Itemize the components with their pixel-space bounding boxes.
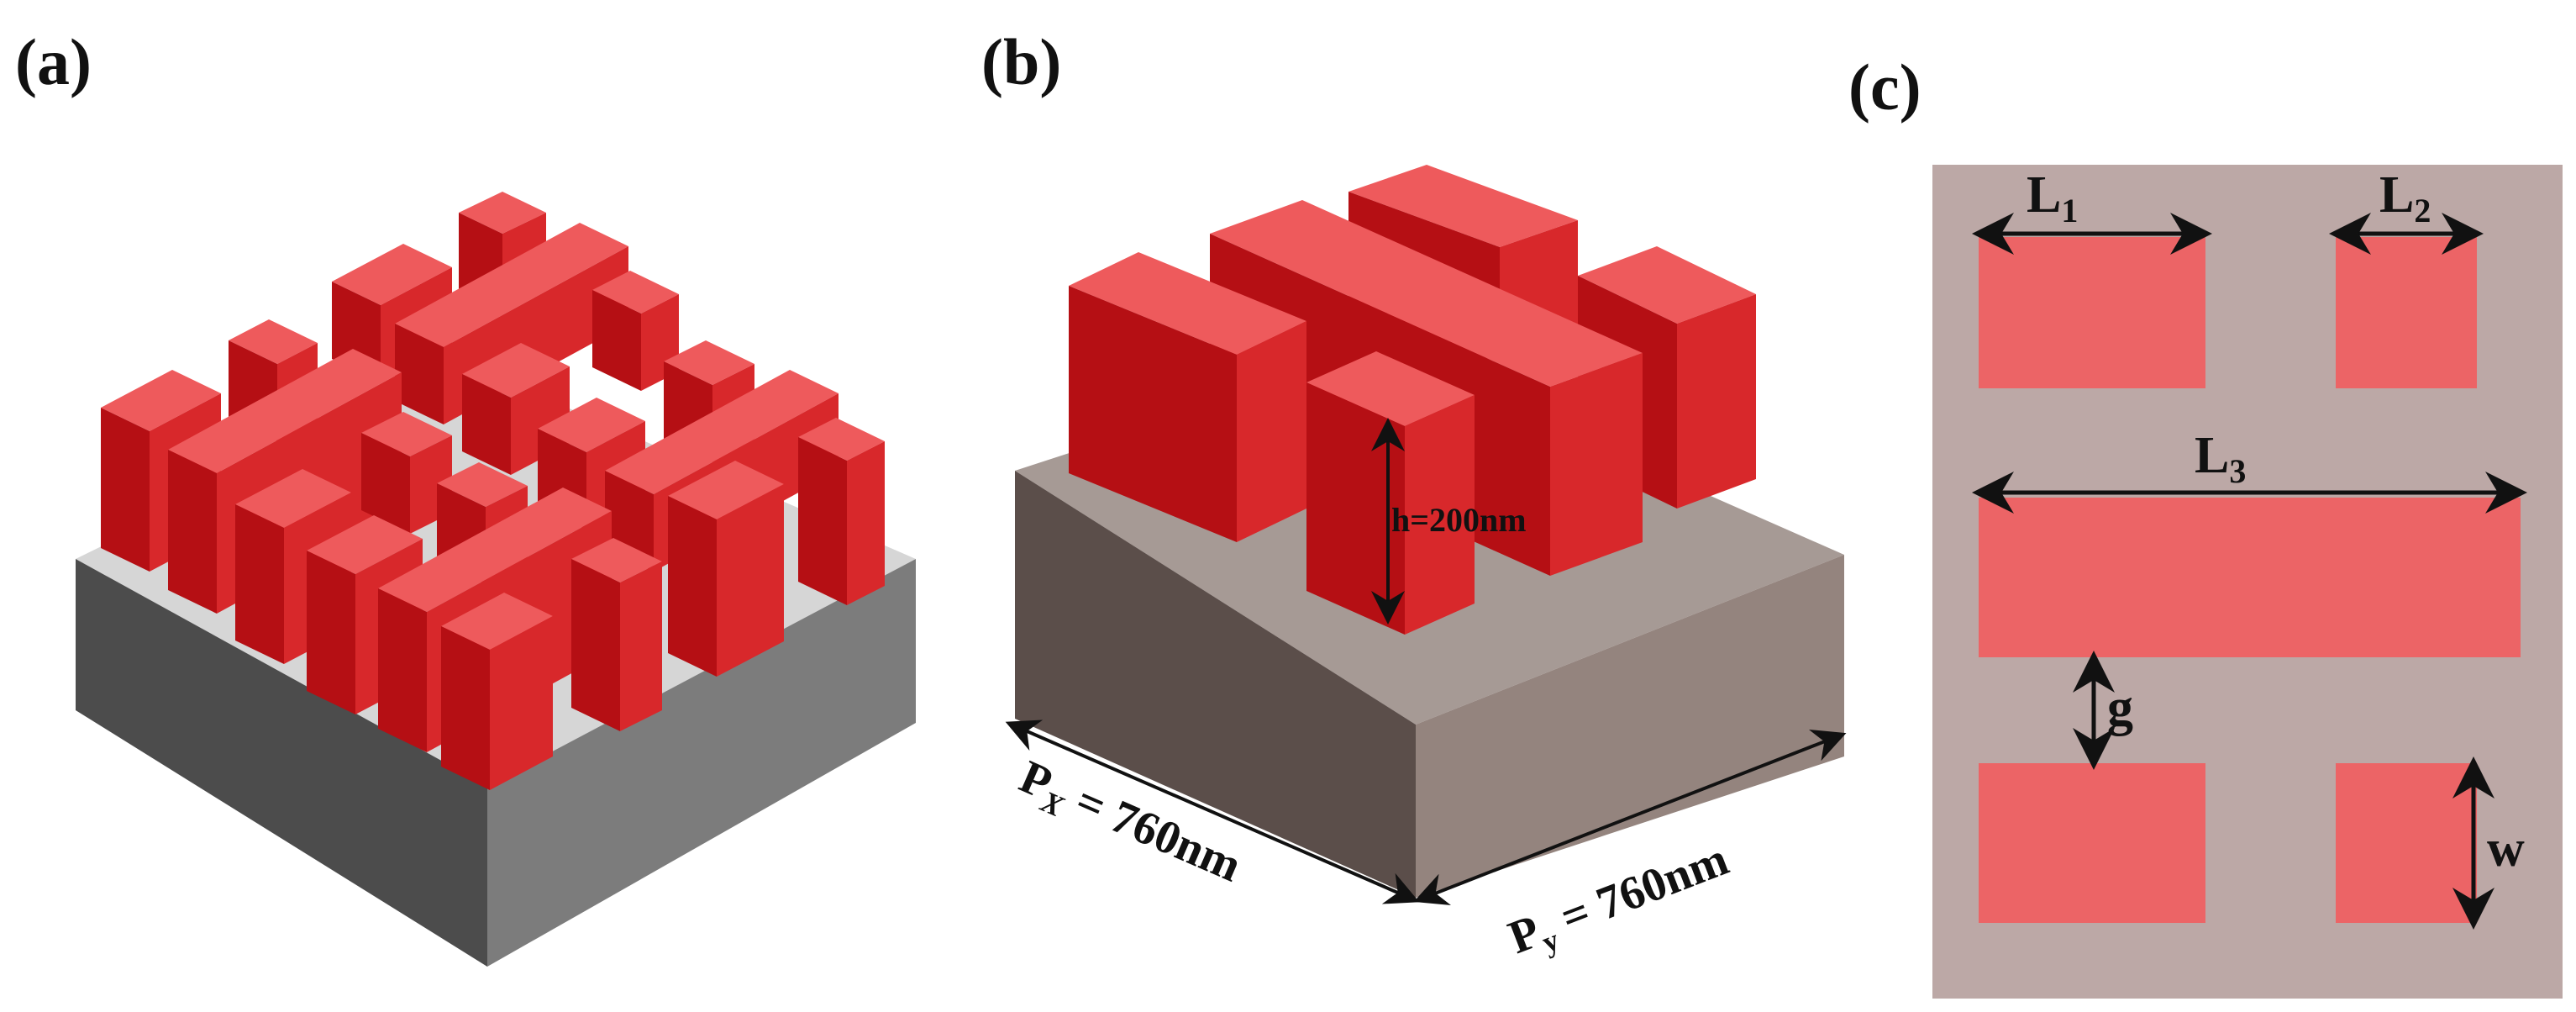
rect-l3 [1979,498,2521,657]
panel-a-label: (a) [15,25,92,98]
rect-l2 [2336,237,2477,388]
g-label: g [2107,679,2133,736]
substrate-a-left [76,559,487,967]
panel-c: (c) L1 L2 L3 g w [1848,50,2563,999]
rect-l1 [1979,237,2205,388]
px-arrow [1005,719,1420,904]
l2-label: L2 [2379,166,2431,229]
pillar [798,418,885,605]
pillar [571,538,662,731]
panel-b-label: (b) [981,25,1061,98]
pillar [668,461,784,677]
pillar [441,593,553,790]
rect-bottom-left [1979,763,2205,923]
panel-a: (a) [15,25,916,967]
panel-c-label: (c) [1848,50,1921,124]
panel-b: (b) [981,25,1847,964]
l1-label: L1 [2027,166,2078,229]
height-label: h=200nm [1391,501,1527,539]
py-arrow [1413,729,1847,906]
substrate-a-right [487,559,916,967]
l3-label: L3 [2195,427,2246,490]
pillar [1069,252,1306,542]
pillar [1306,351,1475,635]
rect-bottom-right [2336,763,2477,923]
panel-b-pillars [1069,165,1756,635]
panel-a-pillars [101,192,885,790]
w-label: w [2487,820,2525,878]
